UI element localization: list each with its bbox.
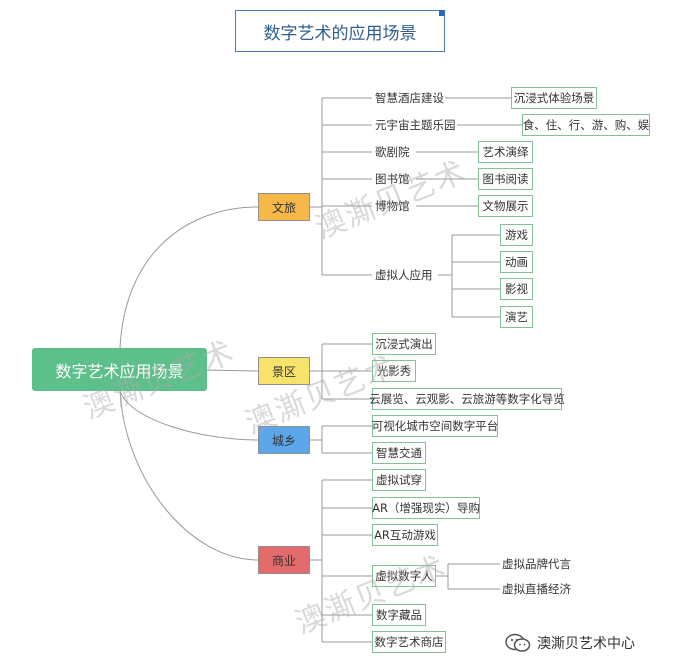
leaf-immersive-scene[interactable]: 沉浸式体验场景 [511, 87, 597, 109]
leaf-film[interactable]: 影视 [500, 278, 533, 300]
wenlv-item-hotel[interactable]: 智慧酒店建设 [375, 91, 444, 105]
leaf-cloud-tour[interactable]: 云展览、云观影、云旅游等数字化导览 [369, 388, 565, 410]
link-root-wenlv [119, 206, 259, 349]
sub-brand-spokesperson[interactable]: 虚拟品牌代言 [502, 557, 571, 571]
wechat-icon [505, 633, 531, 652]
link-root-chengxiang [119, 390, 259, 441]
footer-brand-name: 澳澌贝艺术中心 [537, 636, 635, 652]
link-root-shangye [119, 390, 259, 561]
leaf-virtual-tryon[interactable]: 虚拟试穿 [372, 469, 426, 491]
leaf-digital-art-store[interactable]: 数字艺术商店 [372, 631, 446, 653]
sub-live-economy[interactable]: 虚拟直播经济 [502, 582, 571, 596]
wenlv-item-library[interactable]: 图书馆 [375, 172, 410, 186]
wenlv-item-opera[interactable]: 歌剧院 [375, 145, 410, 159]
leaf-ar-guide[interactable]: AR（增强现实）导购 [372, 497, 480, 519]
category-node-jingqu[interactable]: 景区 [258, 357, 310, 385]
leaf-book-reading[interactable]: 图书阅读 [478, 168, 533, 190]
leaf-immersive-show[interactable]: 沉浸式演出 [372, 333, 436, 355]
leaf-relic-display[interactable]: 文物展示 [478, 195, 533, 217]
link-root-jingqu [206, 369, 259, 372]
wenlv-item-museum[interactable]: 博物馆 [375, 199, 410, 213]
leaf-digital-collectible[interactable]: 数字藏品 [372, 604, 426, 626]
leaf-art-performance[interactable]: 艺术演绎 [478, 141, 533, 163]
leaf-game[interactable]: 游戏 [500, 224, 533, 246]
wenlv-item-metaverse-park[interactable]: 元宇宙主题乐园 [375, 118, 456, 132]
category-node-shangye[interactable]: 商业 [258, 546, 310, 574]
leaf-light-show[interactable]: 光影秀 [372, 360, 416, 382]
footer-brand: 澳澌贝艺术中心 [505, 633, 635, 653]
leaf-virtual-digital-human[interactable]: 虚拟数字人 [372, 565, 436, 587]
category-node-wenlv[interactable]: 文旅 [258, 193, 310, 221]
leaf-ar-game[interactable]: AR互动游戏 [372, 524, 438, 546]
leaf-city-platform[interactable]: 可视化城市空间数字平台 [372, 415, 498, 437]
diagram-title: 数字艺术的应用场景 [235, 10, 445, 52]
leaf-animation[interactable]: 动画 [500, 251, 533, 273]
leaf-show[interactable]: 演艺 [500, 306, 533, 328]
leaf-six-elements[interactable]: 食、住、行、游、购、娱 [522, 114, 650, 136]
wenlv-item-virtual-human[interactable]: 虚拟人应用 [375, 268, 433, 282]
root-node[interactable]: 数字艺术应用场景 [32, 348, 207, 391]
leaf-smart-traffic[interactable]: 智慧交通 [372, 442, 426, 464]
title-corner-marker [439, 10, 445, 16]
category-node-chengxiang[interactable]: 城乡 [258, 426, 310, 454]
